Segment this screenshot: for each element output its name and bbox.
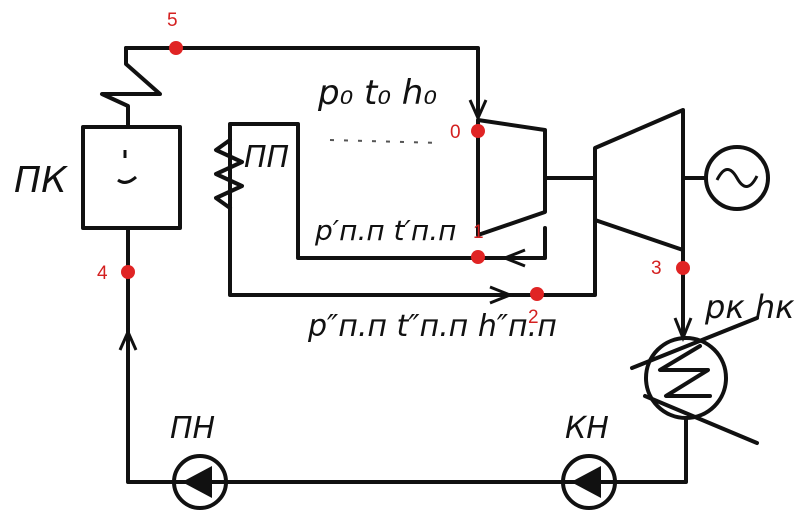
point-0	[471, 124, 485, 138]
main-steam-arrow	[468, 99, 488, 122]
hp-turbine	[476, 118, 547, 237]
generator-circle	[704, 145, 770, 211]
point-3-label: 3	[651, 258, 662, 279]
condensate-pump-circle	[561, 454, 617, 510]
condensate-pump-label: КН	[565, 411, 609, 446]
condensate-pump	[561, 454, 617, 510]
point-2-label: 2	[528, 307, 539, 328]
feed-arrow	[118, 328, 138, 351]
point-2	[530, 287, 544, 301]
condenser-circle	[644, 336, 728, 420]
state1-label: p′п.п t′п.п	[314, 214, 456, 247]
boiler-box	[81, 125, 182, 230]
lp-turbine	[593, 108, 685, 252]
point-5-label: 5	[167, 10, 178, 31]
point-4-label: 4	[97, 263, 108, 284]
sine-wave-icon	[704, 145, 770, 211]
superheater-coil	[100, 46, 162, 129]
boiler-label: ПК	[14, 160, 68, 201]
condensate-line	[126, 226, 688, 484]
state2-label: p″п.п t″п.п h″п.п	[307, 309, 557, 344]
reheater-coil	[214, 138, 244, 210]
feed-pump-label: ПН	[170, 411, 215, 446]
generator-sine	[715, 168, 759, 188]
state0-label: p₀ t₀ h₀	[317, 73, 437, 113]
point-0-label: 0	[450, 122, 461, 143]
reheater-label: ПП	[244, 140, 289, 175]
condenser-coil	[630, 316, 759, 445]
main-steam-line	[124, 46, 480, 117]
point-3	[676, 261, 690, 275]
point-5	[169, 41, 183, 55]
triangle-arrow-icon	[571, 466, 601, 498]
cold-reheat-arrow	[500, 248, 526, 268]
feed-pump-circle	[172, 454, 228, 510]
state3-label: pк hк	[704, 288, 795, 326]
triangle-arrow-icon	[182, 466, 212, 498]
hot-reheat-arrow	[489, 285, 515, 305]
point-1-label: 1	[473, 222, 484, 243]
point-4	[121, 265, 135, 279]
feed-pump	[172, 454, 228, 510]
point-1	[471, 250, 485, 264]
state0-leader	[329, 139, 441, 144]
boiler-mark	[117, 175, 138, 184]
